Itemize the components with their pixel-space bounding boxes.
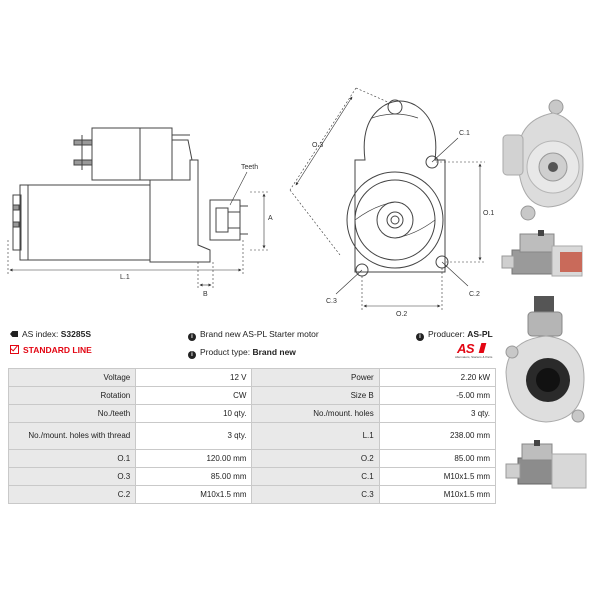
label-c1: C.1 xyxy=(459,130,470,137)
spec-label: O.3 xyxy=(7,467,137,486)
info-icon: i xyxy=(188,351,196,359)
spec-value: 120.00 mm xyxy=(135,449,253,468)
label-o1: O.1 xyxy=(483,210,494,217)
check-icon xyxy=(10,345,19,354)
description-row: i Brand new AS-PL Starter motor xyxy=(188,329,319,341)
technical-drawing: Teeth A L.1 B O.3 C xyxy=(7,87,494,318)
spec-label: C.2 xyxy=(7,485,137,504)
spec-label: Size B xyxy=(251,386,380,405)
spec-value: 12 V xyxy=(135,368,253,387)
producer-row: i Producer: AS-PL xyxy=(416,329,493,341)
info-icon: i xyxy=(416,333,424,341)
front-view-drawing xyxy=(346,99,449,277)
spec-label: Voltage xyxy=(7,368,137,387)
spec-value: 238.00 mm xyxy=(378,422,497,450)
spec-label: No./mount. holes xyxy=(251,404,380,423)
spec-label: O.1 xyxy=(7,449,137,468)
spec-label: No./mount. holes with thread xyxy=(7,422,137,450)
producer-label: Producer: xyxy=(428,329,465,339)
spec-value: 3 qty. xyxy=(135,422,253,450)
side-view-photo xyxy=(501,230,583,277)
product-type-label: Product type: xyxy=(200,347,251,357)
label-a: A xyxy=(268,215,273,222)
spec-value: 2.20 kW xyxy=(378,368,497,387)
front-view-photo xyxy=(502,99,584,221)
info-icon: i xyxy=(188,333,196,341)
tag-icon xyxy=(10,331,18,337)
label-c3: C.3 xyxy=(326,298,337,305)
spec-value: 85.00 mm xyxy=(135,467,253,486)
label-c2: C.2 xyxy=(469,291,480,298)
spec-label: O.2 xyxy=(251,449,380,468)
spec-value: -5.00 mm xyxy=(378,386,497,405)
product-type-row: i Product type: Brand new xyxy=(188,347,296,359)
producer-value: AS-PL xyxy=(467,329,493,339)
as-index-label: AS index: xyxy=(22,329,59,339)
spec-label: C.3 xyxy=(251,485,380,504)
description-text: Brand new AS-PL Starter motor xyxy=(200,329,319,339)
spec-value: M10x1.5 mm xyxy=(135,485,253,504)
spec-value: 85.00 mm xyxy=(378,449,497,468)
spec-label: C.1 xyxy=(251,467,380,486)
spec-label: Power xyxy=(251,368,380,387)
rear-view-photo xyxy=(505,296,585,423)
label-l1: L.1 xyxy=(120,274,130,281)
spec-value: M10x1.5 mm xyxy=(378,467,497,486)
spec-value: CW xyxy=(135,386,253,405)
label-b: B xyxy=(203,291,208,298)
label-o3: O.3 xyxy=(312,142,323,149)
spec-value: M10x1.5 mm xyxy=(378,485,497,504)
product-type-value: Brand new xyxy=(252,347,296,357)
spec-label: No./teeth xyxy=(7,404,137,423)
label-teeth: Teeth xyxy=(241,164,258,171)
as-index: AS index: S3285S xyxy=(10,329,91,339)
spec-value: 10 qty. xyxy=(135,404,253,423)
spec-value: 3 qty. xyxy=(378,404,497,423)
bottom-side-photo xyxy=(505,440,587,489)
standard-line-label: STANDARD LINE xyxy=(23,345,92,355)
standard-line-badge: STANDARD LINE xyxy=(10,345,92,355)
as-index-value: S3285S xyxy=(60,329,92,339)
side-view-drawing xyxy=(12,127,248,263)
spec-label: Rotation xyxy=(7,386,137,405)
side-view-dimensions xyxy=(7,171,268,290)
front-view-dimensions xyxy=(289,87,485,312)
spec-label: L.1 xyxy=(251,422,380,450)
label-o2: O.2 xyxy=(396,311,407,318)
as-pl-logo: AS Alternators, Starters & Parts xyxy=(455,341,493,359)
